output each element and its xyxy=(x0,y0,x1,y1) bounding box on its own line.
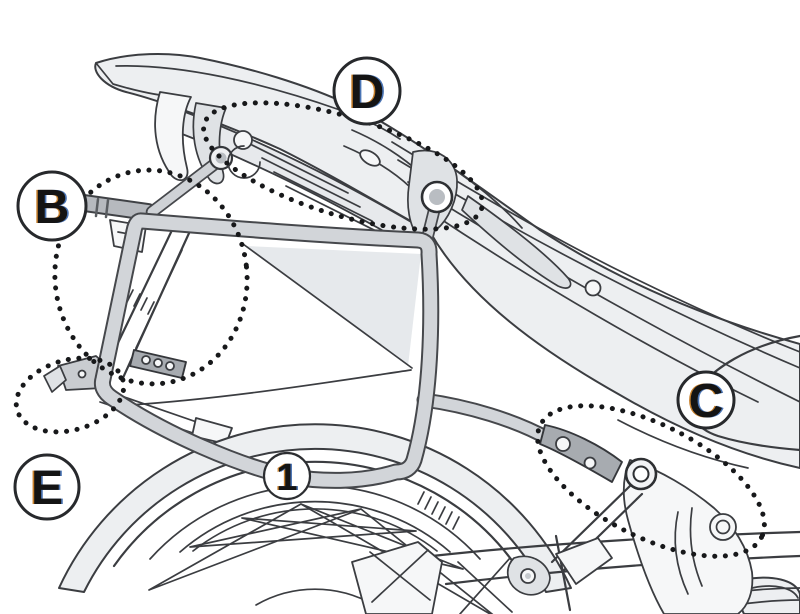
c-pivot-lug-inner xyxy=(632,465,650,483)
callout-e: E E E xyxy=(13,453,81,521)
front-arm xyxy=(147,155,225,217)
upper-bolt-hole xyxy=(233,130,253,150)
mount-area-c-dotted-ellipse xyxy=(535,403,767,559)
inner-fender-shade xyxy=(246,246,421,366)
callout-c: C C C xyxy=(676,370,736,430)
mount-area-b-dotted-ellipse xyxy=(52,167,250,387)
front-rod-collars xyxy=(94,197,110,219)
hanger-slot-2 xyxy=(689,507,703,587)
hanger-hole-inner xyxy=(715,519,731,535)
callout-d-label: D xyxy=(350,66,385,119)
callout-b-label-fringe-cool: B xyxy=(36,181,71,234)
peg-bracket xyxy=(555,537,613,585)
rim-arc-1 xyxy=(179,500,451,553)
e-mount-tip xyxy=(43,365,67,393)
grab-handle-recess xyxy=(461,195,572,289)
tail-outline xyxy=(94,53,800,469)
chain-ticks xyxy=(417,491,460,530)
callout-1-circle xyxy=(262,451,312,501)
swingarm-line-1 xyxy=(430,530,800,558)
mount-area-e-dotted-ellipse xyxy=(13,355,127,435)
bracket-hole-1 xyxy=(141,355,151,365)
subframe-left xyxy=(43,219,421,445)
callout-c-circle xyxy=(676,370,736,430)
footpeg-hanger-group xyxy=(416,392,754,614)
latch-oval xyxy=(359,149,381,167)
callout-1-label-fringe-warm: 1 xyxy=(275,457,296,499)
swingarm-line-2 xyxy=(444,554,800,586)
e-mount-bolt xyxy=(77,369,87,379)
callout-d-label-fringe-cool: D xyxy=(351,66,386,119)
callout-c-label-fringe-warm: C xyxy=(687,375,722,428)
hanger-plate xyxy=(622,459,754,614)
inner-fender-curve xyxy=(113,369,412,407)
pannier-rack-frame xyxy=(75,130,454,489)
brake-disc-arc xyxy=(255,588,375,606)
side-panel-lower-curve xyxy=(617,419,749,469)
callout-1-label: 1 xyxy=(276,457,297,499)
callout-b: B B B xyxy=(16,170,88,242)
latch-line-3 xyxy=(457,171,523,229)
c-bracket-hole-1 xyxy=(555,436,571,452)
body-bolt xyxy=(584,279,602,297)
swirl-arc xyxy=(227,145,261,179)
callout-e-label: E xyxy=(31,462,63,515)
hanger-hole-outer xyxy=(709,513,737,541)
shock-line xyxy=(554,534,572,612)
callout-c-label-fringe-cool: C xyxy=(690,375,725,428)
callout-e-label-fringe-warm: E xyxy=(29,462,61,515)
bracket-hole-3 xyxy=(165,361,175,371)
callout-b-circle xyxy=(16,170,88,242)
callout-1-label-fringe-cool: 1 xyxy=(278,457,299,499)
inner-fender-diagonal xyxy=(242,243,413,369)
callout-b-label: B xyxy=(35,181,70,234)
callout-1: 1 1 1 xyxy=(262,451,312,501)
callouts: B B B D D D E E E C C C 1 1 1 xyxy=(13,56,736,521)
hanger-slot-1 xyxy=(674,511,689,595)
tail-fin-1 xyxy=(154,91,192,182)
subframe-mid-line xyxy=(135,249,183,349)
tire-outer-arc xyxy=(112,460,518,568)
bracket-hole-2 xyxy=(153,358,163,368)
front-rod xyxy=(77,196,155,219)
latch-line-2 xyxy=(343,145,411,188)
callout-d: D D D xyxy=(332,56,402,126)
callout-c-label: C xyxy=(689,375,724,428)
footpeg-pivot-inner xyxy=(525,573,531,579)
swingarm-exhaust xyxy=(351,491,800,614)
muffler-inner-line xyxy=(751,585,799,599)
seat-hatch-lines xyxy=(249,143,385,236)
callout-e-circle xyxy=(13,453,81,521)
d-lug-inner xyxy=(429,189,445,205)
c-mount-bracket xyxy=(539,424,623,483)
rear-wheel xyxy=(58,423,572,614)
x-brace-1 xyxy=(369,549,431,603)
callout-e-label-fringe-cool: E xyxy=(33,462,65,515)
c-bracket-hole-2 xyxy=(583,456,597,470)
callout-b-label-fringe-warm: B xyxy=(33,181,68,234)
frame-loop xyxy=(95,214,438,487)
callout-d-circle xyxy=(332,56,402,126)
x-brace-2 xyxy=(457,557,513,614)
callout-d-label-fringe-warm: D xyxy=(348,66,383,119)
spokes xyxy=(148,503,494,614)
